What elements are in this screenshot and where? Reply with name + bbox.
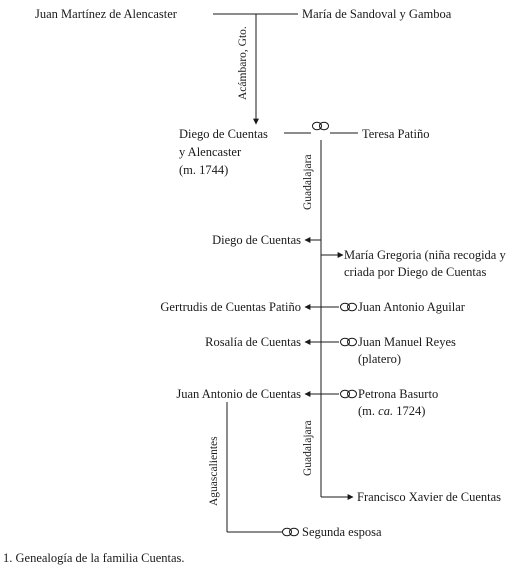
person-diego-cuentas-jr: Diego de Cuentas: [212, 233, 301, 247]
person-diego-cuentas-death: (m. 1744): [179, 163, 229, 177]
place-label-acambaro: Acámbaro, Gto.: [237, 26, 249, 100]
person-juan-antonio-cuentas: Juan Antonio de Cuentas: [176, 387, 301, 401]
place-label-guadalajara-2: Guadalajara: [302, 420, 314, 476]
person-juan-martinez: Juan Martínez de Alencaster: [35, 7, 177, 21]
person-francisco-xavier: Francisco Xavier de Cuentas: [357, 490, 502, 504]
person-maria-gregoria-line2: criada por Diego de Cuentas: [344, 265, 487, 279]
place-label-aguascalientes: Aguascalientes: [208, 436, 220, 506]
person-juan-manuel-reyes: Juan Manuel Reyes: [358, 335, 456, 349]
person-juan-antonio-aguilar: Juan Antonio Aguilar: [358, 300, 465, 314]
person-diego-cuentas-line1: Diego de Cuentas: [179, 127, 268, 141]
person-juan-manuel-occupation: (platero): [358, 352, 402, 366]
place-label-guadalajara-1: Guadalajara: [302, 154, 314, 210]
person-segunda-esposa: Segunda esposa: [302, 525, 382, 539]
person-gertrudis: Gertrudis de Cuentas Patiño: [160, 300, 301, 314]
person-rosalia: Rosalía de Cuentas: [205, 335, 301, 349]
person-petrona-death: (m. ca. 1724): [358, 404, 426, 418]
figure-caption: 1. Genealogía de la familia Cuentas.: [3, 551, 185, 565]
person-diego-cuentas-line2: y Alencaster: [179, 145, 242, 159]
marriage-symbol-gertrudis: [340, 302, 357, 312]
person-maria-sandoval: María de Sandoval y Gamboa: [302, 7, 452, 21]
marriage-symbol-rosalia: [340, 337, 357, 347]
person-petrona-basurto: Petrona Basurto: [358, 387, 439, 401]
marriage-symbol-segunda-esposa: [282, 527, 299, 537]
person-maria-gregoria-line1: María Gregoria (niña recogida y: [344, 248, 506, 262]
marriage-symbol-juan-antonio: [340, 389, 357, 399]
person-teresa-patino: Teresa Patiño: [362, 127, 430, 141]
marriage-symbol-diego-teresa: [312, 121, 329, 131]
circa-abbrev: ca.: [378, 404, 394, 418]
